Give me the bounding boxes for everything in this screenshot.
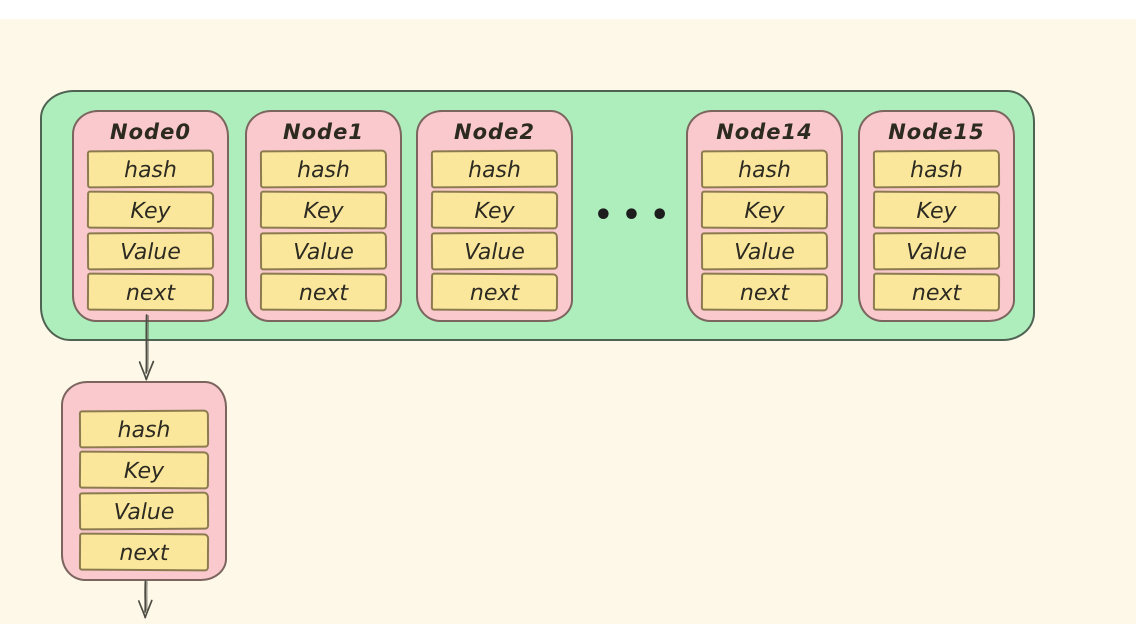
field-hash: hash: [430, 149, 559, 189]
field-value: Value: [86, 231, 215, 271]
field-hash: hash: [86, 149, 215, 189]
field-hash: hash: [78, 409, 210, 449]
field-hash: hash: [700, 149, 829, 189]
field-next: next: [86, 272, 215, 312]
node-card-node14: Node14 hash Key Value next: [686, 110, 843, 322]
arrow-chained-next-down: [137, 580, 153, 619]
field-next: next: [700, 272, 829, 312]
node-fields: hash Key Value next: [63, 409, 225, 572]
field-next: next: [78, 532, 210, 572]
node-title: Node15: [888, 120, 985, 144]
field-value: Value: [700, 231, 829, 271]
chained-node-card: hash Key Value next: [61, 381, 227, 581]
node-fields: hash Key Value next: [418, 149, 571, 312]
node-title: Node1: [283, 120, 364, 144]
field-key: Key: [259, 190, 388, 230]
field-key: Key: [872, 190, 1001, 230]
field-key: Key: [78, 450, 210, 490]
node-title: Node0: [110, 120, 191, 144]
node-title: Node2: [454, 120, 535, 144]
top-strip: [0, 0, 1136, 19]
field-hash: hash: [259, 149, 388, 189]
ellipsis-dots: •••: [593, 198, 679, 233]
field-next: next: [259, 272, 388, 312]
node-fields: hash Key Value next: [74, 149, 227, 312]
node-card-node0: Node0 hash Key Value next: [72, 110, 229, 322]
field-key: Key: [700, 190, 829, 230]
field-next: next: [430, 272, 559, 312]
field-value: Value: [78, 491, 210, 531]
field-value: Value: [259, 231, 388, 271]
field-next: next: [872, 272, 1001, 312]
node-fields: hash Key Value next: [860, 149, 1013, 312]
node-title: Node14: [716, 120, 813, 144]
field-value: Value: [430, 231, 559, 271]
node-card-node2: Node2 hash Key Value next: [416, 110, 573, 322]
hash-table-bucket-array: Node0 hash Key Value next Node1 hash Key…: [40, 90, 1035, 341]
node-card-node15: Node15 hash Key Value next: [858, 110, 1015, 322]
field-key: Key: [430, 190, 559, 230]
field-hash: hash: [872, 149, 1001, 189]
node-card-node1: Node1 hash Key Value next: [245, 110, 402, 322]
node-fields: hash Key Value next: [247, 149, 400, 312]
node-fields: hash Key Value next: [688, 149, 841, 312]
field-key: Key: [86, 190, 215, 230]
field-value: Value: [872, 231, 1001, 271]
